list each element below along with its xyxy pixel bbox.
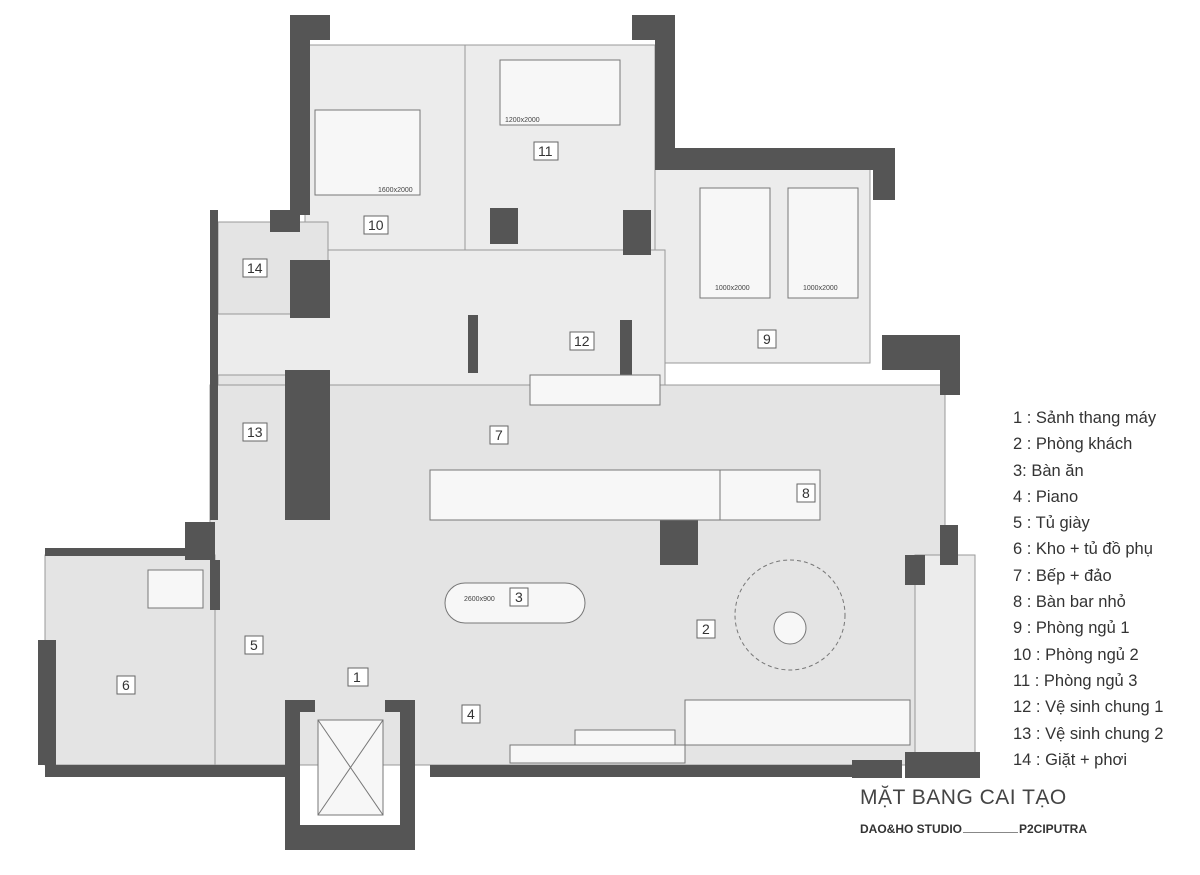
- room-label-6: 6: [122, 677, 130, 693]
- legend-item: 5 : Tủ giày: [1013, 514, 1090, 533]
- legend-item: 3: Bàn ăn: [1013, 461, 1084, 480]
- legend-item: 6 : Kho + tủ đồ phụ: [1013, 540, 1153, 559]
- room-labels: 1 2 3 4 5 6 7 8 9 10 11 12 13 14: [116, 141, 816, 724]
- room-label-9: 9: [763, 331, 771, 347]
- room-label-12: 12: [574, 333, 590, 349]
- legend-item: 12 : Vệ sinh chung 1: [1013, 698, 1164, 717]
- bed-room-9-right: [787, 187, 859, 299]
- legend-item: 7 : Bếp + đảo: [1013, 566, 1112, 585]
- room-label-14: 14: [247, 260, 263, 276]
- room-label-5: 5: [250, 637, 258, 653]
- project-name: P2CIPUTRA: [1019, 822, 1088, 836]
- room-label-7: 7: [495, 427, 503, 443]
- bed-room-11: [499, 59, 621, 126]
- furniture: [147, 59, 911, 816]
- coffee-table: [773, 611, 807, 645]
- room-legend: 1 : Sảnh thang máy 2 : Phòng khách 3: Bà…: [1013, 405, 1163, 773]
- room-label-13: 13: [247, 424, 263, 440]
- kitchen-island: [429, 469, 721, 521]
- room-label-4: 4: [467, 706, 475, 722]
- rug: [734, 559, 846, 671]
- legend-item: 2 : Phòng khách: [1013, 435, 1133, 454]
- counter-bottom: [509, 744, 686, 764]
- storage-6: [147, 569, 204, 609]
- bed-size-room-10: 1600x2000: [378, 187, 413, 194]
- room-label-10: 10: [368, 217, 384, 233]
- legend-item: 4 : Piano: [1013, 487, 1079, 506]
- legend-item: 1 : Sảnh thang máy: [1013, 409, 1157, 427]
- studio-credit: DAO&HO STUDIO P2CIPUTRA: [860, 822, 1087, 836]
- bed-size-room-11: 1200x2000: [505, 117, 540, 124]
- room-label-2: 2: [702, 621, 710, 637]
- kitchen-counter: [529, 374, 661, 406]
- room-label-3: 3: [515, 589, 523, 605]
- room-label-8: 8: [802, 485, 810, 501]
- room-label-1: 1: [353, 669, 361, 685]
- walls: [38, 15, 980, 850]
- room-label-11: 11: [538, 143, 553, 159]
- legend-item: 14 : Giặt + phơi: [1013, 750, 1128, 769]
- bed-size-room-9-right: 1000x2000: [803, 285, 838, 292]
- bed-size-room-9-left: 1000x2000: [715, 285, 750, 292]
- bed-room-9-left: [699, 187, 771, 299]
- legend-item: 13 : Vệ sinh chung 2: [1013, 724, 1164, 743]
- legend-item: 10 : Phòng ngủ 2: [1013, 645, 1139, 664]
- legend-item: 8 : Bàn bar nhỏ: [1013, 593, 1126, 612]
- dining-table-size: 2600x900: [464, 596, 495, 603]
- plan-title: MẶT BANG CAI TẠO: [860, 786, 1067, 809]
- separator-line: [963, 832, 1018, 833]
- sofa: [684, 699, 911, 746]
- legend-item: 9 : Phòng ngủ 1: [1013, 619, 1130, 638]
- studio-name: DAO&HO STUDIO: [860, 822, 962, 836]
- bed-room-10: [314, 109, 421, 196]
- legend-item: 11 : Phòng ngủ 3: [1013, 671, 1138, 690]
